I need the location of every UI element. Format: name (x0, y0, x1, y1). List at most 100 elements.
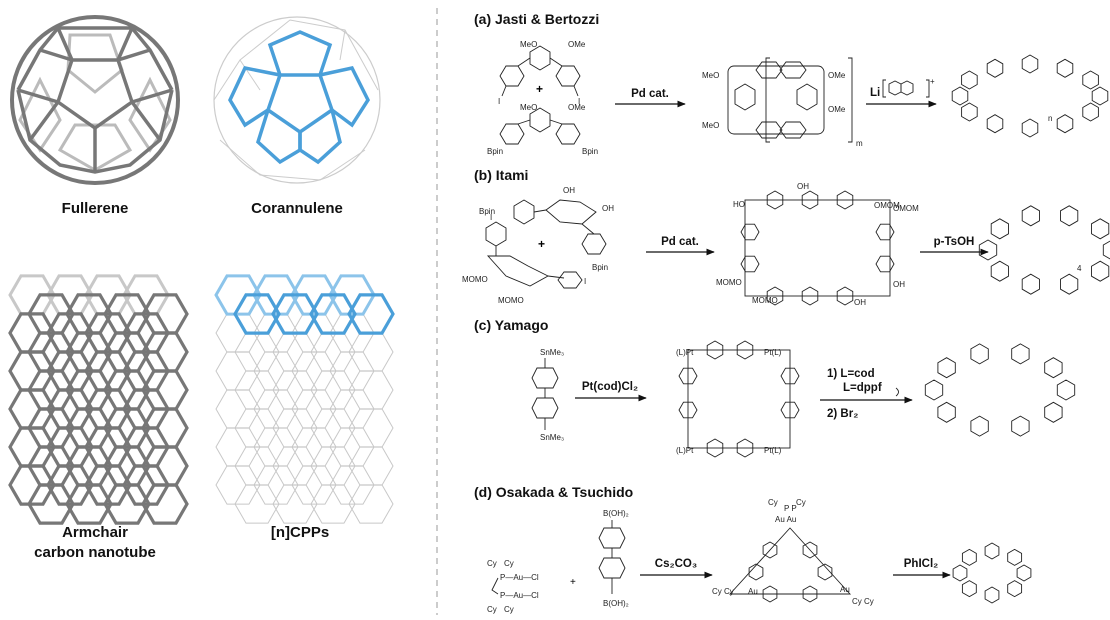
macrocycle-frame (744, 199, 891, 297)
route-a-header: (a) Jasti & Bertozzi (474, 11, 599, 27)
hexagon-ring (961, 70, 978, 90)
hexagon-ring (1060, 273, 1079, 295)
hexagon-ring (736, 438, 754, 458)
hexagon-ring (706, 340, 724, 360)
hexagon-ring (817, 563, 833, 581)
hexagon-ring (65, 483, 113, 525)
hexagon-ring (766, 286, 784, 306)
route-d-triangle-labels: Cy Cy P P Au Au Au Au Cy Cy Cy Cy (712, 498, 874, 606)
hexagon-ring (141, 483, 189, 525)
hexagon-ring (924, 379, 944, 401)
svg-text:B(OH)₂: B(OH)₂ (603, 509, 629, 518)
hexagon-ring (234, 484, 280, 524)
hexagon-ring (1011, 415, 1030, 437)
svg-text:Cy Cy: Cy Cy (712, 587, 734, 596)
svg-text:Bpin: Bpin (479, 207, 495, 216)
hexagon-ring (937, 357, 956, 379)
triangle-frame (728, 527, 852, 595)
route-d-gold-triangle (728, 527, 852, 603)
svg-text:Bpin: Bpin (487, 147, 503, 156)
route-c-reagent-step2: 2) Br₂ (827, 408, 858, 420)
nanotube-label-line2: carbon nanotube (34, 544, 156, 561)
svg-text:P—Au—Cl: P—Au—Cl (500, 573, 539, 582)
hexagon-ring (347, 293, 395, 335)
route-c-header: (c) Yamago (474, 317, 548, 333)
route-b-starting-materials: Bpin OH OH Bpin + I MOMO MOMO I (462, 186, 614, 305)
nanotube-structure (8, 274, 189, 525)
route-a-subscript-n: n (1048, 114, 1052, 123)
hexagon-ring (961, 548, 977, 566)
fullerene-label: Fullerene (62, 200, 129, 217)
route-d-plus: + (570, 577, 576, 588)
hexagon-ring (1082, 70, 1099, 90)
svg-text:OH: OH (893, 280, 905, 289)
svg-text:OMe: OMe (568, 103, 586, 112)
hexagon-ring (780, 401, 800, 419)
svg-text:OMe: OMe (568, 40, 586, 49)
hexagon-ring (937, 401, 956, 423)
hexagon-ring (780, 367, 800, 385)
route-c-reagent-step1b: L=dppf (843, 382, 882, 394)
svg-text:+: + (930, 77, 935, 86)
route-d-product-cpp (952, 542, 1032, 604)
hexagon-ring (736, 340, 754, 360)
svg-text:MOMO: MOMO (462, 275, 488, 284)
route-b-macrocycle (740, 190, 895, 306)
svg-text:P P: P P (784, 504, 797, 513)
hexagon-ring (1091, 260, 1110, 282)
svg-text:Cy: Cy (768, 498, 778, 507)
svg-text:HO: HO (733, 200, 745, 209)
svg-text:OMe: OMe (828, 71, 846, 80)
svg-text:MeO: MeO (702, 71, 719, 80)
corannulene-label: Corannulene (251, 200, 343, 217)
route-b-macrocycle-labels: OH HO OMOM OMOM MOMO MOMO OH OH (716, 182, 919, 307)
hexagon-ring (952, 564, 968, 582)
svg-text:SnMe₃: SnMe₃ (540, 348, 564, 357)
svg-text:MeO: MeO (520, 40, 537, 49)
hexagon-ring (103, 483, 151, 525)
route-a-product-cpp (951, 54, 1109, 138)
hexagon-ring (875, 223, 895, 241)
hexagon-ring (678, 401, 698, 419)
hexagon-ring (272, 484, 318, 524)
hexagon-ring (1021, 205, 1040, 227)
svg-text:MOMO: MOMO (498, 296, 524, 305)
svg-text:Li: Li (870, 87, 880, 99)
hexagon-ring (1102, 240, 1110, 260)
svg-text:Cy: Cy (487, 559, 497, 568)
route-b-reagent-1: Pd cat. (661, 236, 699, 248)
hexagon-ring (1082, 102, 1099, 122)
hexagon-ring (748, 563, 764, 581)
hexagon-ring (1016, 564, 1032, 582)
svg-text:MOMO: MOMO (752, 296, 778, 305)
hexagon-ring (836, 190, 854, 210)
corannulene-structure (213, 16, 381, 184)
svg-text:Cy Cy: Cy Cy (852, 597, 874, 606)
svg-text:Pt(L): Pt(L) (764, 446, 782, 455)
svg-text:(L)Pt: (L)Pt (676, 446, 694, 455)
svg-text:m: m (856, 139, 863, 148)
hexagon-ring (801, 286, 819, 306)
cpp-in-nanotube-structure (214, 274, 395, 524)
hexagon-ring (1091, 86, 1109, 106)
svg-text:I: I (578, 97, 580, 106)
hexagon-ring (1007, 580, 1023, 598)
hexagon-ring (1056, 58, 1074, 78)
svg-text:Cy: Cy (504, 559, 514, 568)
hexagon-ring (215, 465, 261, 505)
route-a-starting-materials: MeO OMe I I + MeO OMe Bpin Bpin (487, 40, 598, 156)
route-c-reagent-step1a: 1) L=cod (827, 368, 875, 380)
hexagon-ring (1056, 114, 1074, 134)
hexagon-ring (1021, 54, 1039, 74)
route-b-reagent-2: p-TsOH (934, 236, 975, 248)
svg-text:Cy: Cy (504, 605, 514, 614)
hexagon-ring (740, 255, 760, 273)
hexagon-ring (27, 483, 75, 525)
hexagon-ring (978, 239, 998, 261)
route-d-reagent-1: Cs₂CO₃ (655, 558, 697, 570)
route-b-product-cpp (978, 205, 1110, 295)
svg-text:OH: OH (602, 204, 614, 213)
hexagon-ring (1056, 379, 1076, 401)
hexagon-ring (271, 293, 319, 335)
